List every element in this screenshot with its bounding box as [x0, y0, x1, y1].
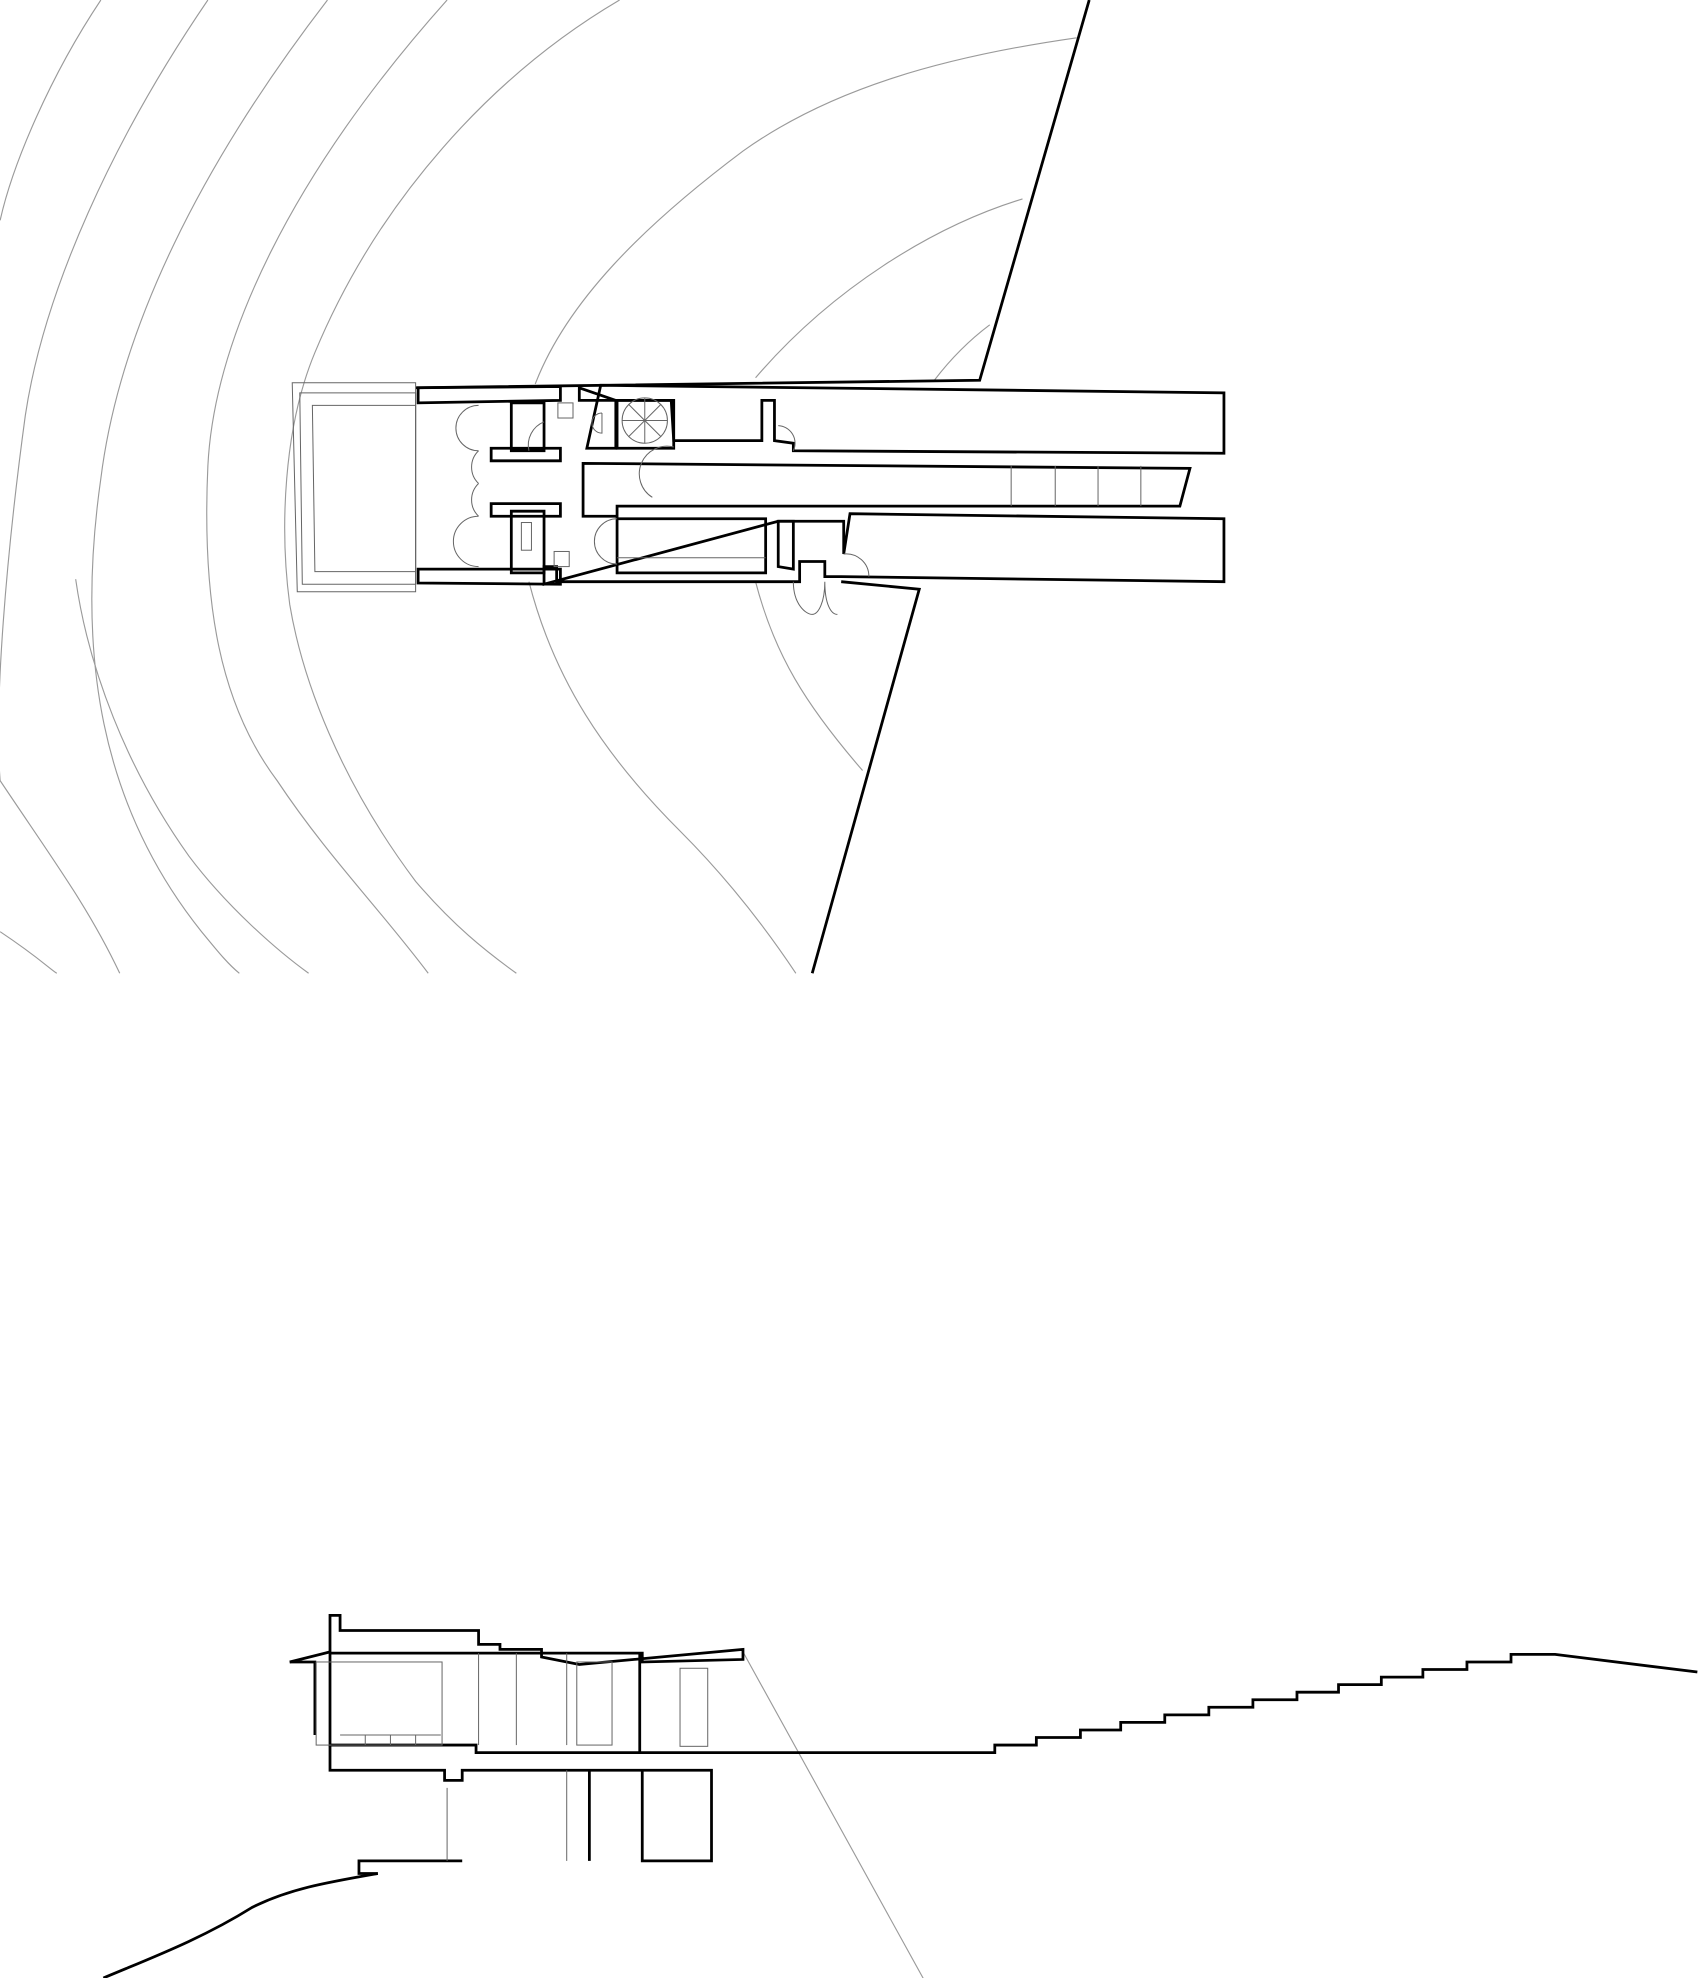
stove-icon — [520, 522, 532, 551]
floor-plan — [0, 0, 1226, 974]
door-swings — [452, 404, 870, 615]
toilet-icon — [591, 412, 603, 434]
sink-icon — [557, 402, 574, 419]
stairs — [1010, 465, 1142, 507]
stair-spiral — [621, 397, 668, 444]
section — [102, 1614, 1698, 1978]
contour-lines — [0, 0, 1077, 974]
walls — [416, 383, 1226, 587]
terrain-walls — [415, 0, 1091, 974]
terrace — [291, 382, 417, 593]
toilet-icon — [553, 550, 570, 568]
fixtures — [520, 402, 766, 568]
cabinets — [340, 1734, 441, 1746]
